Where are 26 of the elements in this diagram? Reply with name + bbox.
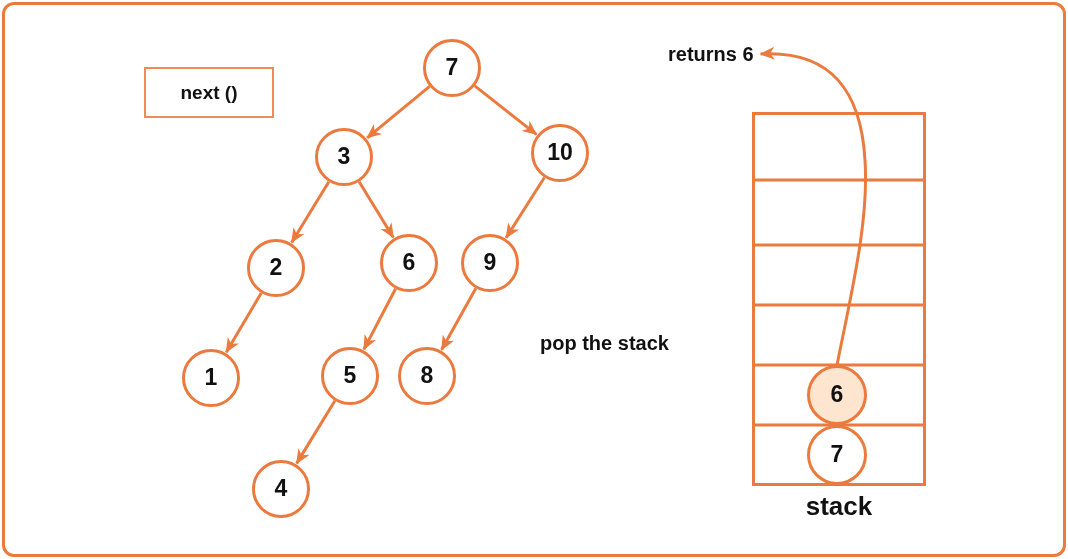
arrow <box>362 288 397 351</box>
tree-node: 3 <box>315 128 373 186</box>
arrow <box>440 287 478 351</box>
tree-node: 5 <box>321 347 379 405</box>
tree-node: 7 <box>423 39 481 97</box>
tree-node: 10 <box>531 124 589 182</box>
stack-label: stack <box>805 492 873 522</box>
arrow <box>473 84 538 136</box>
stack-item: 6 <box>807 365 867 425</box>
step-note: pop the stack <box>540 331 669 355</box>
arrow <box>295 399 337 465</box>
arrow <box>290 180 331 244</box>
arrow <box>224 292 263 354</box>
tree-node: 1 <box>182 349 240 407</box>
tree-node: 2 <box>247 239 305 297</box>
tree-node: 9 <box>461 234 519 292</box>
arrow <box>504 176 546 239</box>
stack-item: 7 <box>807 425 867 485</box>
tree-node: 4 <box>252 460 310 518</box>
arrow <box>357 180 395 239</box>
arrow <box>366 85 431 140</box>
tree-node: 6 <box>380 234 438 292</box>
arrow <box>759 47 868 366</box>
return-note: returns 6 <box>668 42 754 66</box>
tree-node: 8 <box>398 347 456 405</box>
method-box: next () <box>144 67 274 118</box>
